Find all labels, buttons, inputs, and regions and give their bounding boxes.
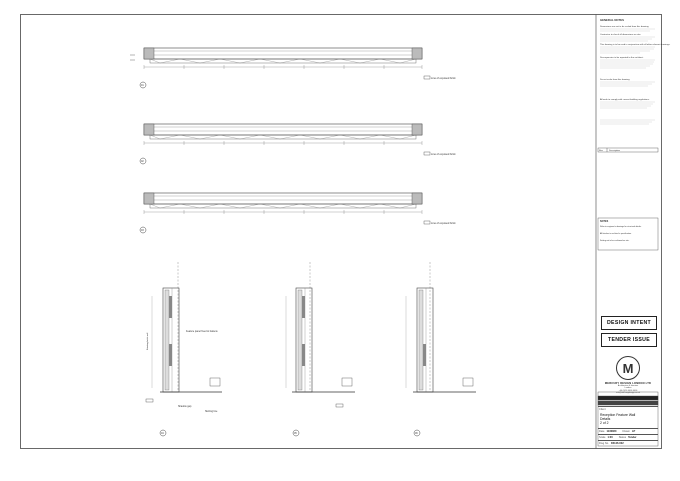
detail-callout-2: Feature panel fixed to battens bbox=[186, 330, 218, 333]
annotation-text-3: Line of exposed brick bbox=[431, 221, 456, 225]
plan-section-2: Line of exposed brick 02 bbox=[139, 123, 456, 165]
client-row: Client bbox=[598, 406, 658, 412]
note-5: Do not scale from this drawing. bbox=[600, 78, 630, 81]
drawing-number-row: Dwg No. DR-06-002 bbox=[598, 440, 658, 446]
drawing-title-line-1: Reception Feature Wall bbox=[600, 413, 636, 417]
date-label: Date bbox=[599, 430, 605, 433]
plan-section-3: Line of exposed brick 03 bbox=[139, 192, 456, 234]
revision-header-desc: Description bbox=[609, 149, 621, 152]
note-6: All work to comply with current building… bbox=[600, 98, 650, 101]
company-address: Architecture & Interiors London +44 (0)2… bbox=[598, 385, 658, 395]
status-label: Status bbox=[618, 436, 627, 439]
section-label-5: 05 bbox=[294, 432, 297, 435]
note-4: Discrepancies to be reported to the arch… bbox=[600, 56, 644, 59]
drawing-number-value: DR-06-002 bbox=[610, 442, 624, 445]
company-address-line: Architecture & Interiors bbox=[617, 385, 639, 387]
notes-heading: GENERAL NOTES bbox=[600, 18, 624, 22]
scale-status-row: Scale 1:20 Status Tender bbox=[598, 434, 658, 440]
elevation-detail-1: Existing brick wall Feature panel fixed … bbox=[145, 262, 222, 437]
company-name: MERCURY DESIGN LONDON LTD bbox=[604, 382, 652, 385]
plan-section-1: Line of exposed brick 01 bbox=[130, 47, 456, 89]
company-address-line: +44 (0)20 0000 0000 bbox=[618, 389, 638, 392]
tender-issue-stamp: TENDER ISSUE bbox=[601, 333, 657, 347]
drawing-number-label: Dwg No. bbox=[599, 442, 609, 445]
status-value: Tender bbox=[628, 436, 637, 439]
section-label-4: 04 bbox=[161, 432, 164, 435]
drawing-title: Reception Feature Wall Details 2 of 2 bbox=[600, 413, 658, 425]
elevation-detail-2: 05 bbox=[285, 262, 355, 437]
company-block: M MERCURY DESIGN LONDON LTD Architecture… bbox=[598, 356, 658, 395]
notes2-heading: NOTES bbox=[600, 220, 609, 223]
section-label-1: 01 bbox=[141, 84, 144, 87]
detail-callout-3: Shadow gap bbox=[178, 405, 192, 408]
annotation-text-2: Line of exposed brick bbox=[431, 152, 456, 156]
drawing-title-line-2: Details bbox=[600, 417, 611, 421]
company-address-line: info@mercurydesign.co.uk bbox=[616, 392, 640, 395]
design-intent-stamp: DESIGN INTENT bbox=[601, 316, 657, 330]
drawn-value: LP bbox=[631, 430, 636, 433]
section-label-6: 06 bbox=[415, 432, 418, 435]
section-label-3: 03 bbox=[141, 229, 144, 232]
note-1: Dimensions are not to be scaled from thi… bbox=[600, 25, 650, 28]
scale-label: Scale bbox=[599, 436, 606, 439]
annotation-text-1: Line of exposed brick bbox=[431, 76, 456, 80]
revision-table: Rev Description bbox=[597, 147, 659, 153]
notes2-2: All finishes to architect's specificatio… bbox=[600, 232, 632, 235]
date-value: 11/08/20 bbox=[606, 430, 617, 433]
drawing-title-line-3: 2 of 2 bbox=[600, 421, 609, 425]
notes-box: NOTES Refer to engineer's drawings for s… bbox=[597, 217, 659, 251]
general-notes: GENERAL NOTES Dimensions are not to be s… bbox=[600, 18, 671, 125]
revision-header-rev: Rev bbox=[599, 150, 604, 152]
note-3: This drawing is to be read in conjunctio… bbox=[600, 43, 671, 46]
elevation-detail-3: 06 bbox=[405, 262, 476, 437]
title-block-grid bbox=[597, 391, 659, 447]
detail-callout-1: Existing brick wall bbox=[146, 332, 149, 350]
sheet-border bbox=[20, 14, 662, 449]
client-label: Client bbox=[599, 408, 606, 411]
scale-value: 1:20 bbox=[607, 436, 613, 439]
company-address-line: London bbox=[624, 387, 632, 390]
drawn-label: Drawn bbox=[622, 430, 630, 433]
detail-callout-4: Skirting line bbox=[205, 410, 218, 413]
note-2: Contractor to check all dimensions on si… bbox=[600, 33, 641, 36]
notes2-3: Setting out to be confirmed on site. bbox=[600, 239, 630, 242]
date-drawn-row: Date 11/08/20 Drawn LP bbox=[598, 428, 658, 434]
company-logo: M bbox=[616, 356, 640, 380]
section-label-2: 02 bbox=[141, 160, 144, 163]
notes2-1: Refer to engineer's drawings for structu… bbox=[600, 225, 642, 228]
